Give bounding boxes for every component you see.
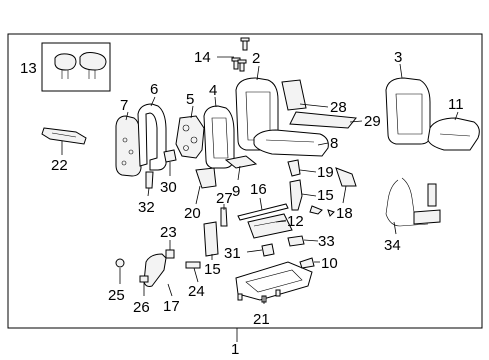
seat-track-part	[237, 203, 293, 239]
bracket-15-upper-part	[289, 179, 303, 211]
seat-adjuster-part	[235, 261, 313, 303]
clip-24-part	[185, 261, 201, 269]
connector-33-part	[287, 235, 305, 247]
callout-2: 2	[252, 50, 260, 67]
plug-25-part	[115, 258, 125, 268]
seat-back-frame-part	[137, 103, 167, 171]
connector-31-part	[261, 243, 275, 257]
leader-11	[454, 111, 459, 121]
small-bracket-part	[163, 149, 177, 163]
leader-7	[125, 111, 129, 121]
callout-32: 32	[138, 199, 155, 216]
clip-23-part	[165, 249, 175, 259]
callout-29: 29	[364, 113, 381, 130]
bracket-15-lower-part	[203, 221, 219, 257]
callout-22: 22	[51, 157, 68, 174]
leader-3	[399, 63, 403, 79]
diagram-frame	[7, 33, 483, 329]
callout-25: 25	[108, 287, 125, 304]
leader-17	[167, 283, 173, 297]
leader-19	[299, 169, 317, 173]
pad-9-part	[224, 155, 258, 169]
callout-1: 1	[231, 341, 239, 358]
leader-5	[190, 105, 194, 119]
clip-27-part	[220, 207, 228, 227]
callout-30: 30	[160, 179, 177, 196]
bracket-19-part	[287, 159, 301, 177]
callout-13: 13	[20, 60, 37, 77]
leader-4	[214, 96, 217, 108]
fastener-2-part	[327, 209, 335, 217]
leader-32	[147, 187, 150, 197]
side-trim-part	[41, 127, 87, 145]
bracket-18-part	[335, 167, 357, 187]
callout-11: 11	[448, 96, 464, 113]
bolts-part	[231, 37, 250, 72]
callout-6: 6	[150, 81, 158, 98]
recliner-mechanism-part	[175, 115, 205, 159]
leader-33	[303, 239, 319, 242]
headrest-part	[54, 52, 107, 79]
leader-28	[299, 103, 329, 108]
callout-16: 16	[250, 181, 267, 198]
leader-16	[259, 197, 263, 211]
callout-12: 12	[287, 213, 304, 230]
leader-31	[246, 249, 263, 253]
callout-24: 24	[188, 283, 205, 300]
callout-7: 7	[120, 97, 128, 114]
callout-31: 31	[224, 245, 241, 262]
leader-18	[342, 185, 347, 204]
wiring-harness-part	[385, 177, 441, 227]
leader-24	[193, 267, 199, 283]
callout-27: 27	[216, 190, 233, 207]
leader-9	[237, 165, 241, 181]
fastener-part	[309, 205, 323, 215]
callout-17: 17	[163, 298, 180, 315]
callout-15a: 15	[317, 187, 334, 204]
headrest-inset-frame	[41, 42, 111, 92]
leader-8	[317, 142, 329, 146]
callout-28: 28	[330, 99, 347, 116]
callout-34: 34	[384, 237, 401, 254]
seat-back-cover-part	[385, 77, 431, 145]
clip-10-part	[299, 257, 315, 269]
callout-4: 4	[209, 82, 217, 99]
callout-3: 3	[394, 49, 402, 66]
callout-23: 23	[160, 224, 177, 241]
callout-21: 21	[253, 311, 270, 328]
seat-cushion-part	[253, 129, 329, 157]
seat-cushion-cover-part	[427, 117, 480, 151]
callout-15b: 15	[204, 261, 221, 278]
clip-26-part	[139, 275, 149, 283]
leader-20	[195, 185, 201, 205]
seat-bracket-part	[145, 171, 154, 189]
leader-34	[393, 221, 397, 235]
callout-8: 8	[330, 135, 338, 152]
callout-9: 9	[232, 183, 240, 200]
callout-20: 20	[184, 205, 201, 222]
callout-26: 26	[133, 299, 150, 316]
side-shield-part	[143, 253, 167, 287]
callout-5: 5	[186, 91, 194, 108]
callout-10: 10	[321, 255, 338, 272]
callout-18: 18	[336, 205, 353, 222]
leader-6	[150, 96, 156, 107]
leader-15a	[301, 193, 317, 197]
seat-mat-part	[289, 111, 357, 129]
seat-back-pad-part	[281, 79, 307, 111]
callout-33: 33	[318, 233, 335, 250]
seat-back-frame-rear-part	[203, 105, 235, 169]
bracket-20-part	[195, 167, 217, 189]
leader-2	[256, 65, 260, 81]
leader-12	[275, 220, 287, 223]
leader-29	[349, 120, 363, 123]
seat-back-panel-part	[115, 115, 142, 177]
callout-19: 19	[317, 164, 334, 181]
callout-14: 14	[194, 49, 211, 66]
